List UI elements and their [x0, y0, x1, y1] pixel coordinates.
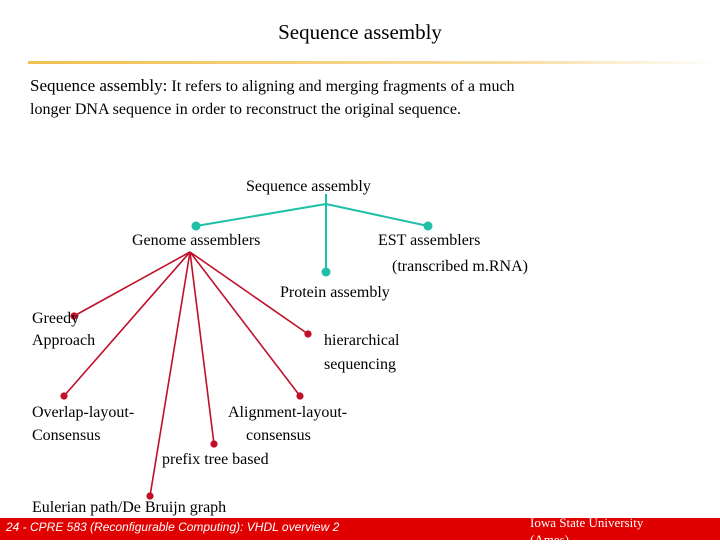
node-alignment-layout: Alignment-layout-: [228, 404, 348, 421]
node-est-subtitle: (transcribed m.RNA): [392, 258, 528, 275]
intro-term: Sequence assembly:: [30, 76, 168, 95]
node-greedy-2: Approach: [32, 332, 96, 349]
node-greedy: Greedy: [32, 310, 80, 327]
footer-course: 24 - CPRE 583 (Reconfigurable Computing)…: [6, 520, 340, 534]
title-divider: [28, 61, 720, 64]
node-sequence-assembly: Sequence assembly: [246, 178, 371, 195]
edge-genome-eulerian: [146, 251, 191, 500]
intro-text-1: It refers to aligning and merging fragme…: [171, 78, 515, 95]
edge-genome-prefix: [189, 251, 218, 448]
node-est-assemblers: EST assemblers: [378, 232, 481, 249]
edge-genome-greedy: [70, 251, 191, 320]
node-eulerian: Eulerian path/De Bruijn graph: [32, 499, 227, 516]
footer-bar-right: [510, 518, 720, 540]
edge-genome-olc: [60, 251, 191, 400]
page-title: Sequence assembly: [278, 20, 442, 44]
node-hierarchical: hierarchical: [324, 332, 400, 349]
edge-genome-align: [189, 251, 304, 400]
footer-university-name: Iowa State University: [530, 515, 644, 530]
node-protein-assembly: Protein assembly: [280, 284, 390, 301]
node-overlap-layout: Overlap-layout-: [32, 404, 135, 421]
node-hierarchical-2: sequencing: [324, 356, 396, 373]
intro-line-1: Sequence assembly: It refers to aligning…: [30, 76, 515, 96]
edge-genome-hier: [189, 251, 312, 338]
node-genome-assemblers: Genome assemblers: [132, 232, 261, 249]
intro-line-2: longer DNA sequence in order to reconstr…: [30, 101, 461, 118]
edge-root-genome: [191, 203, 327, 231]
node-alignment-layout-2: consensus: [246, 427, 311, 444]
footer-bar: [0, 518, 510, 540]
edge-root-est: [325, 203, 433, 231]
footer-university: Iowa State University(Ames): [530, 514, 643, 548]
node-prefix-tree: prefix tree based: [162, 451, 269, 468]
node-overlap-layout-2: Consensus: [32, 427, 101, 444]
